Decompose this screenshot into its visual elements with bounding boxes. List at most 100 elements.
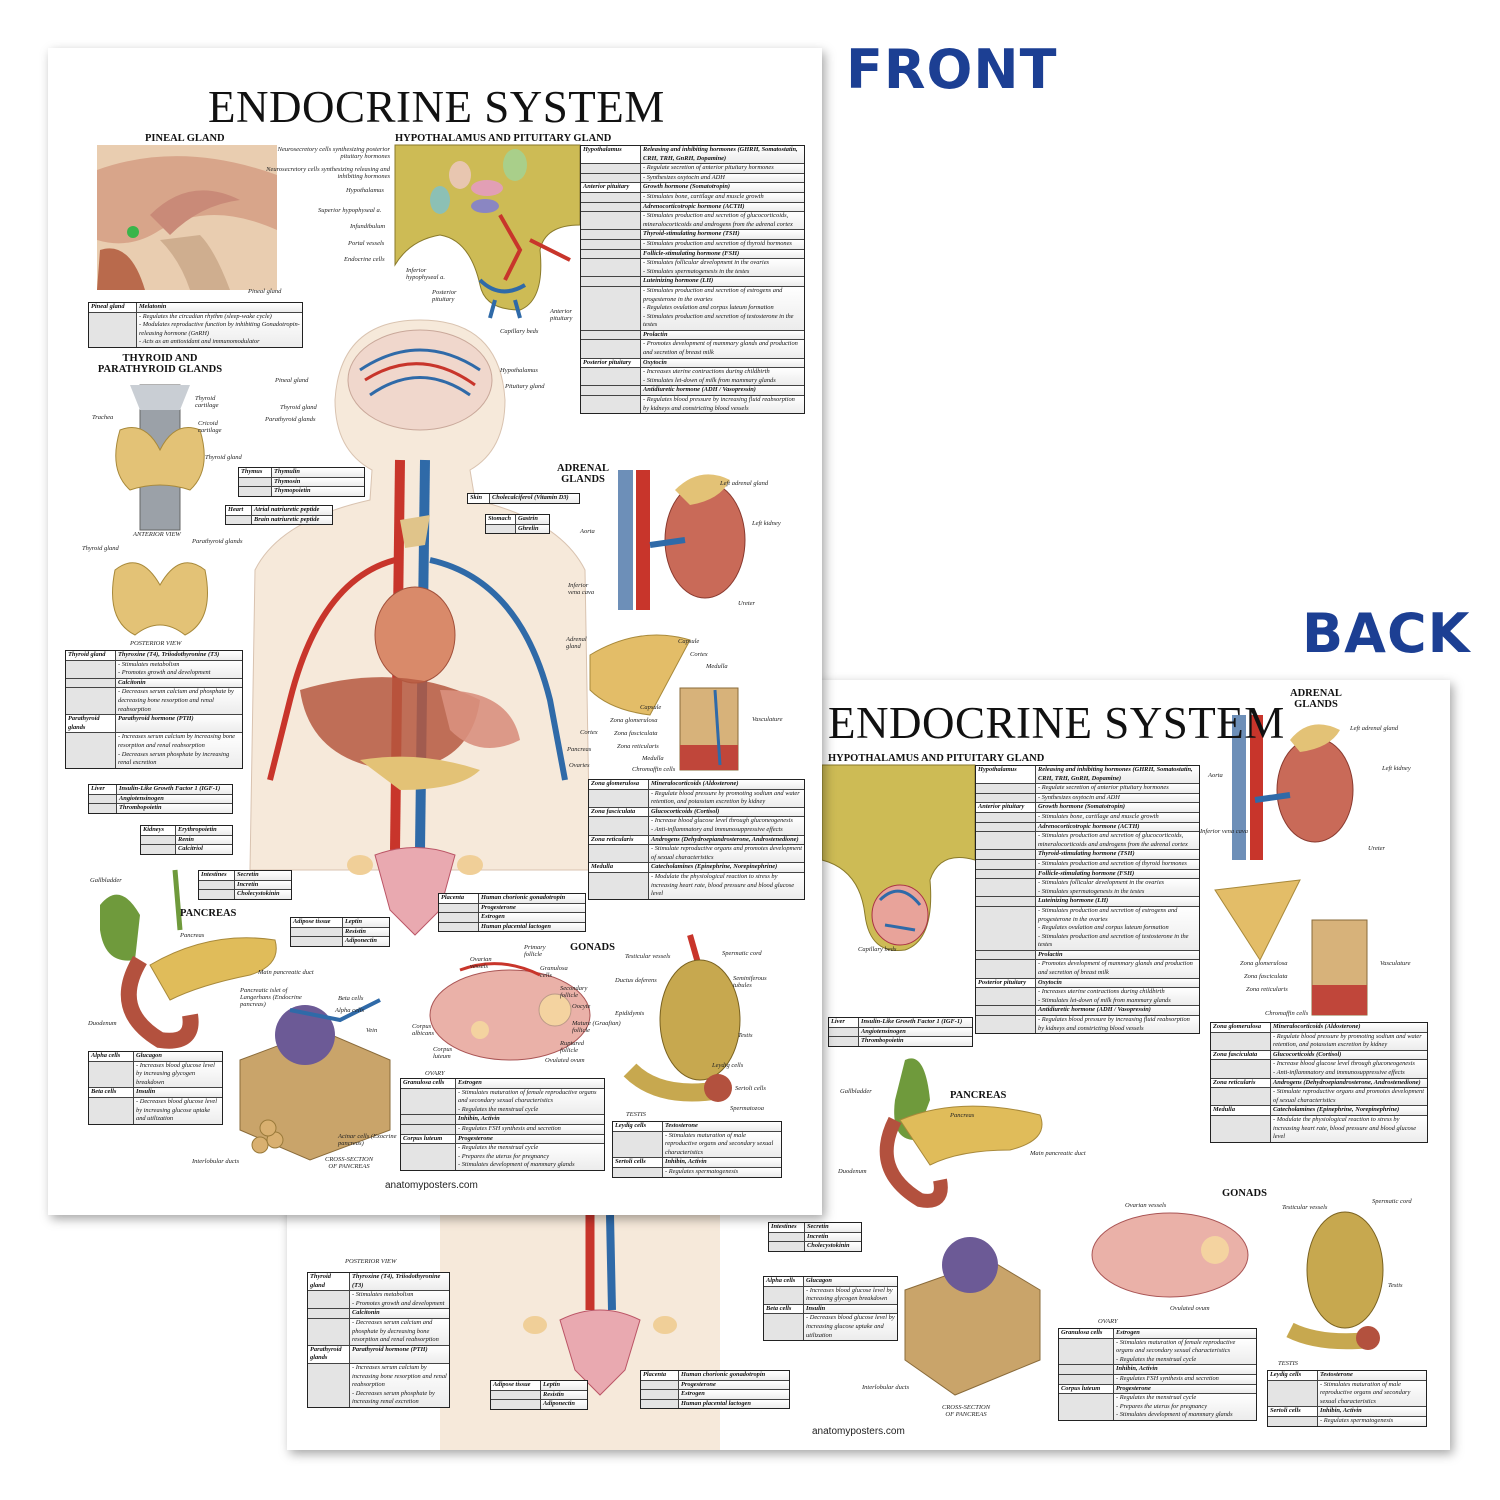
table-gland-cell [976,879,1036,897]
table-gland-cell: Liver [829,1018,859,1027]
table-gland-cell [581,164,641,173]
table-hormone-cell: Estrogen [1114,1329,1256,1338]
table-hormone-cell: Cholecystokinin [805,1242,861,1251]
back-pituitary-illustration [821,764,976,952]
table-gland-cell [308,1363,350,1407]
table-gland-cell [491,1390,541,1400]
table-gland-cell [589,845,649,863]
table-gland-cell [291,937,343,946]
table-hormone-cell: Catecholamines (Epinephrine, Norepinephr… [649,863,804,872]
table-gland-cell [769,1232,805,1242]
callout-label: Vasculature [752,716,783,723]
table-gland-cell [613,1131,663,1158]
caption-testis: TESTIS [626,1111,646,1118]
table-hormone-cell: Leptin [343,918,389,927]
table-hormone-cell: Parathyroid hormone (PTH) [350,1345,449,1363]
table-row: Antidiuretic hormone (ADH / Vasopressin) [581,385,804,396]
table-gland-cell [1211,1088,1271,1106]
table-row: Cholecystokinin [199,889,291,899]
table-hormone-cell: Thymopoietin [272,487,364,496]
table-function-cell: - Regulate blood pressure by promoting s… [1271,1032,1427,1050]
section-pineal: PINEAL GLAND [145,133,225,144]
table-hormone-cell: Antidiuretic hormone (ADH / Vasopressin) [641,386,804,396]
table-row: - Stimulate reproductive organs and prom… [1211,1087,1427,1106]
table-hormone-cell: Androgens (Dehydroepiandrosterone, Andro… [649,835,804,845]
callout-label: Spermatozoa [730,1105,764,1112]
table-function-cell: - Stimulate reproductive organs and prom… [649,845,804,863]
table-row: Calcitonin [308,1308,449,1318]
callout-label: Pituitary gland [505,383,545,390]
table-gland-cell [641,1399,679,1409]
table-row: - Regulates spermatogenesis [1268,1415,1426,1426]
callout-label: Mature (Graafian) follicle [572,1020,621,1034]
table-gland-cell [589,872,649,899]
callout-label: Spermatic cord [1372,1198,1412,1205]
table-gland-cell [641,1390,679,1399]
table-row: - Regulates the menstrual cycle - Prepar… [401,1143,604,1170]
table-hormone-cell: Follicle-stimulating hormone (FSH) [641,249,804,259]
table-row: - Stimulates maturation of female reprod… [1059,1337,1256,1365]
callout-label: Inferior hypophyseal a. [406,267,445,281]
table-row: - Regulates the circadian rhythm (sleep-… [89,311,302,347]
table-gland-cell [589,789,649,807]
table-hormone-cell: Inhibin, Activin [1318,1407,1426,1416]
table-hormone-cell: Glucagon [134,1052,222,1061]
table-row: Adiponectin [491,1399,587,1409]
table-hormone-cell: Prolactin [641,330,804,340]
table-gland-cell [581,239,641,249]
table-row: - Stimulates production and secretion of… [581,285,804,330]
table-gland-cell [486,524,516,534]
back-pancreas-illustration [879,1058,1043,1396]
table-hormone-cell: Incretin [235,880,291,890]
table-hormone-cell: Thymosin [272,477,364,487]
table-row: Ghrelin [486,523,549,534]
table-function-cell: - Stimulates follicular development in t… [641,259,804,277]
table-row: Cholecystokinin [769,1241,861,1251]
table-hormone-cell: Cholecalciferol (Vitamin D3) [490,494,579,503]
table-function-cell: - Stimulates production and secretion of… [1036,906,1199,950]
table-row: - Regulate blood pressure by promoting s… [1211,1031,1427,1050]
table-gland-cell [976,897,1036,906]
table-hormone-cell: Resistin [343,927,389,937]
table-gland-cell [641,1380,679,1390]
callout-label: Thyroid gland [82,545,119,552]
table-gland-cell [89,1061,134,1088]
table-hormone-cell: Inhibin, Activin [663,1158,781,1167]
table-row: - Synthesizes oxytocin and ADH [976,792,1199,803]
table-function-cell: - Stimulate reproductive organs and prom… [1271,1088,1427,1106]
table-hormone-cell: Estrogen [679,1390,789,1399]
callout-label: Anterior pituitary [550,308,573,322]
table-gland-cell [226,515,252,525]
table-row: Inhibin, Activin [401,1114,604,1124]
table-gland-cell [1059,1374,1114,1384]
table-hormone-cell: Insulin-Like Growth Factor 1 (IGF-1) [117,785,232,794]
back-section-gonads: GONADS [1222,1188,1267,1199]
table-hormone-cell: Follicle-stimulating hormone (FSH) [1036,869,1199,879]
table-function-cell: - Stimulates maturation of female reprod… [456,1088,604,1115]
table-gland-cell [581,230,641,239]
table-gland-cell: Stomach [486,515,516,524]
table-row: - Stimulates follicular development in t… [976,878,1199,897]
table-function-cell: - Stimulates production and secretion of… [641,286,804,330]
table-gland-cell [581,330,641,340]
table-function-cell: - Increase blood glucose level through g… [649,817,804,835]
table-hormone-cell: Thrombopoietin [117,804,232,813]
table-hormone-cell: Human chorionic gonadotropin [679,1371,789,1380]
table-row: Thrombopoietin [829,1036,972,1046]
callout-label: Left adrenal gland [720,480,769,487]
table-row: - Regulate blood pressure by promoting s… [589,788,804,807]
callout-label: Capillary beds [858,946,897,953]
table-gland-cell: Adipose tissue [291,918,343,927]
